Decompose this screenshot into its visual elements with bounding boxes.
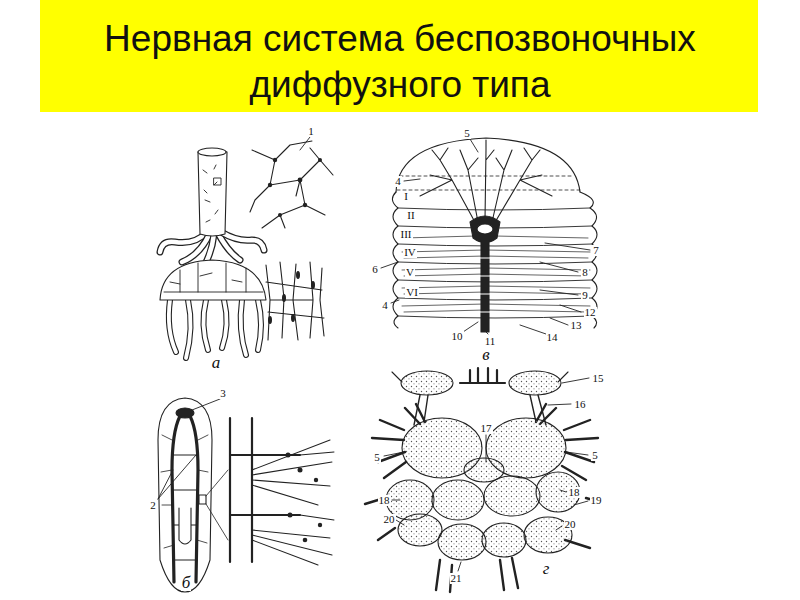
callout-number: III (400, 229, 413, 240)
figure-letter: г (542, 560, 551, 577)
callout-number: 20 (564, 519, 577, 530)
callout-number: 5 (463, 128, 471, 139)
figure-letter: б (181, 574, 192, 591)
callout-number: 17 (480, 423, 493, 434)
figure-letter: а (211, 354, 222, 371)
callout-number: 6 (371, 264, 379, 275)
slide-title: Нервная система беспозвоночных диффузног… (50, 16, 750, 108)
annelid-figure (392, 138, 597, 332)
nerve-net (266, 262, 324, 340)
callout-number: 15 (592, 373, 605, 384)
callout-number: 9 (581, 290, 589, 301)
callout-number: 16 (574, 399, 587, 410)
callout-number: V (405, 267, 415, 278)
callout-number: 2 (149, 500, 157, 511)
leader-lines (158, 137, 590, 571)
callout-number: 5 (373, 452, 381, 463)
jellyfish-figure (160, 260, 266, 358)
callout-number: 8 (581, 267, 589, 278)
callout-number: 20 (383, 514, 396, 525)
callout-number: 19 (590, 495, 603, 506)
ganglia-figure (365, 368, 600, 592)
nerve-cord-detail (206, 418, 334, 565)
callout-number: 13 (570, 320, 583, 331)
callout-number: 21 (450, 573, 463, 584)
callout-number: I (403, 191, 409, 202)
callout-number: 12 (584, 307, 597, 318)
callout-number: 1 (307, 126, 315, 137)
callout-number: 18 (378, 495, 391, 506)
figure-letter: в (481, 346, 490, 363)
hydra-figure (160, 148, 264, 266)
nerve-net (250, 141, 333, 228)
callout-number: 4 (381, 300, 389, 311)
callout-number: 5 (591, 450, 599, 461)
callout-number: 10 (451, 331, 464, 342)
flatworm-figure (158, 398, 212, 592)
callout-number: 3 (219, 388, 227, 399)
callout-number: IV (403, 247, 417, 258)
callout-number: 14 (546, 332, 559, 343)
callout-number: 4 (394, 176, 402, 187)
callout-number: VI (405, 287, 419, 298)
callout-number: 7 (592, 245, 600, 256)
callout-number: II (406, 210, 415, 221)
callout-number: 18 (568, 487, 581, 498)
